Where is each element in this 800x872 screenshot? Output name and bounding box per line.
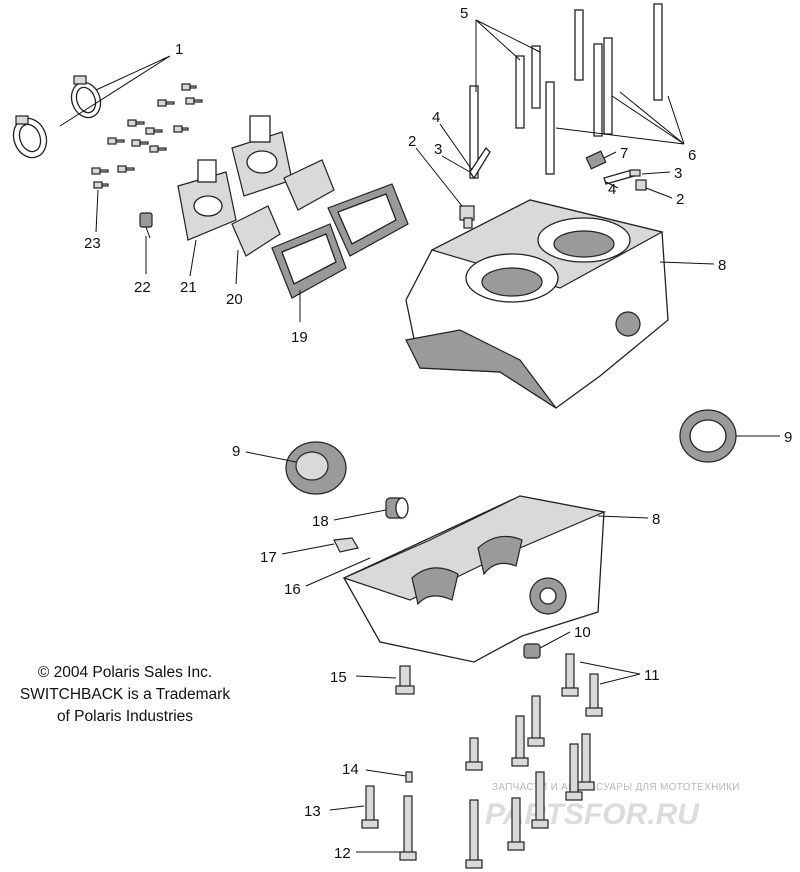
- copyright-notice: © 2004 Polaris Sales Inc. SWITCHBACK is …: [0, 662, 250, 728]
- bushing-and-fitting: [333, 497, 409, 553]
- watermark-tagline: ЗАПЧАСТИ И АКСЕССУАРЫ ДЛЯ МОТОТЕХНИКИ: [492, 782, 740, 793]
- callout-1: 1: [175, 41, 183, 58]
- copyright-line-2: SWITCHBACK is a Trademark: [19, 686, 231, 703]
- callout-7: 7: [620, 145, 628, 162]
- reed-cage-19: [271, 183, 409, 299]
- callout-2-pin: 2: [408, 133, 416, 150]
- intake-adapter-21: [177, 115, 293, 241]
- callout-3-right: 3: [674, 165, 682, 182]
- callout-5: 5: [460, 5, 468, 22]
- copyright-line-1: © 2004 Polaris Sales Inc.: [37, 664, 213, 681]
- callout-15: 15: [330, 669, 347, 686]
- watermark: ЗАПЧАСТИ И АКСЕССУАРЫ ДЛЯ МОТОТЕХНИКИ PA…: [485, 782, 740, 831]
- callout-9-left: 9: [232, 443, 240, 460]
- callout-4-left: 4: [432, 109, 440, 126]
- plug-10: [523, 643, 541, 659]
- callout-21: 21: [180, 279, 197, 296]
- callout-6: 6: [688, 147, 696, 164]
- upper-crankcase: [405, 199, 669, 409]
- clip-part: [139, 212, 153, 239]
- callout-20: 20: [226, 291, 243, 308]
- pins-and-fittings: [459, 146, 647, 229]
- copyright-line-3: of Polaris Industries: [56, 708, 194, 725]
- callout-16: 16: [284, 581, 301, 598]
- callout-4-right: 4: [608, 181, 616, 198]
- small-screws: [91, 83, 203, 189]
- callout-11: 11: [644, 667, 660, 684]
- crankcase-bolts: [361, 653, 603, 869]
- callout-12: 12: [334, 845, 351, 862]
- callout-14: 14: [342, 761, 359, 778]
- lower-crankcase: [342, 495, 607, 663]
- callout-8-upper: 8: [718, 257, 726, 274]
- hose-clamps: [12, 75, 102, 159]
- cylinder-studs: [469, 3, 663, 179]
- callout-10: 10: [574, 624, 591, 641]
- callout-labels: 1 2 2 3 3 4 4 5 6 7 8 8 9 9 10 11 12 13 …: [84, 5, 792, 862]
- callout-22: 22: [134, 279, 151, 296]
- crank-seals: [285, 409, 737, 495]
- callout-2-right: 2: [676, 191, 684, 208]
- leader-lines: [59, 19, 780, 853]
- reed-petal-20: [231, 159, 335, 257]
- callout-23: 23: [84, 235, 101, 252]
- callout-9-right: 9: [784, 429, 792, 446]
- callout-18: 18: [312, 513, 329, 530]
- callout-8-lower: 8: [652, 511, 660, 528]
- callout-3-left: 3: [434, 141, 442, 158]
- callout-13: 13: [304, 803, 321, 820]
- callout-17: 17: [260, 549, 277, 566]
- callout-19: 19: [291, 329, 308, 346]
- watermark-brand: PARTSFOR.RU: [485, 798, 700, 831]
